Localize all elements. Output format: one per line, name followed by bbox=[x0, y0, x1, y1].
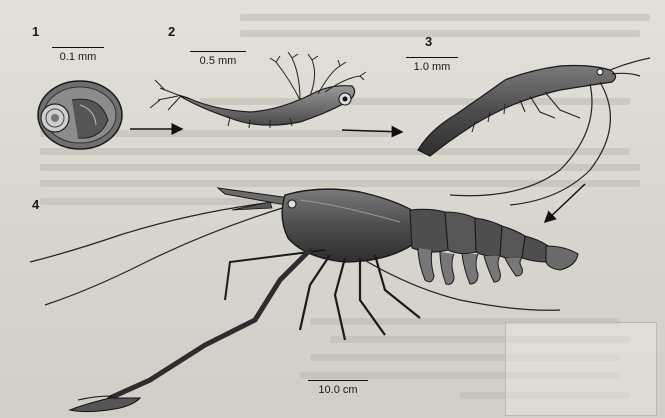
scale-bar-line bbox=[190, 51, 246, 52]
scale-bar-line bbox=[406, 57, 458, 58]
stage-3-scale-bar: 1.0 mm bbox=[406, 57, 458, 73]
adult-stage bbox=[30, 188, 578, 412]
arrow-larva-to-juvenile bbox=[342, 130, 402, 132]
larva-stage bbox=[150, 52, 366, 128]
egg-stage bbox=[38, 81, 122, 149]
stage-3-scale-label: 1.0 mm bbox=[406, 61, 458, 73]
stage-2-number: 2 bbox=[168, 24, 175, 39]
scale-bar-line bbox=[308, 380, 368, 381]
juvenile-stage bbox=[418, 58, 650, 205]
stage-4-scale-bar: 10.0 cm bbox=[308, 380, 368, 396]
stage-2-scale-bar: 0.5 mm bbox=[190, 51, 246, 67]
stage-1-scale-label: 0.1 mm bbox=[52, 51, 104, 63]
stage-2-scale-label: 0.5 mm bbox=[190, 55, 246, 67]
arrow-juvenile-to-adult bbox=[545, 184, 585, 222]
scale-bar-line bbox=[52, 47, 104, 48]
stage-1-scale-bar: 0.1 mm bbox=[52, 47, 104, 63]
stage-4-number: 4 bbox=[32, 197, 39, 212]
stage-3-number: 3 bbox=[425, 34, 432, 49]
stage-4-scale-label: 10.0 cm bbox=[308, 384, 368, 396]
stage-1-number: 1 bbox=[32, 24, 39, 39]
